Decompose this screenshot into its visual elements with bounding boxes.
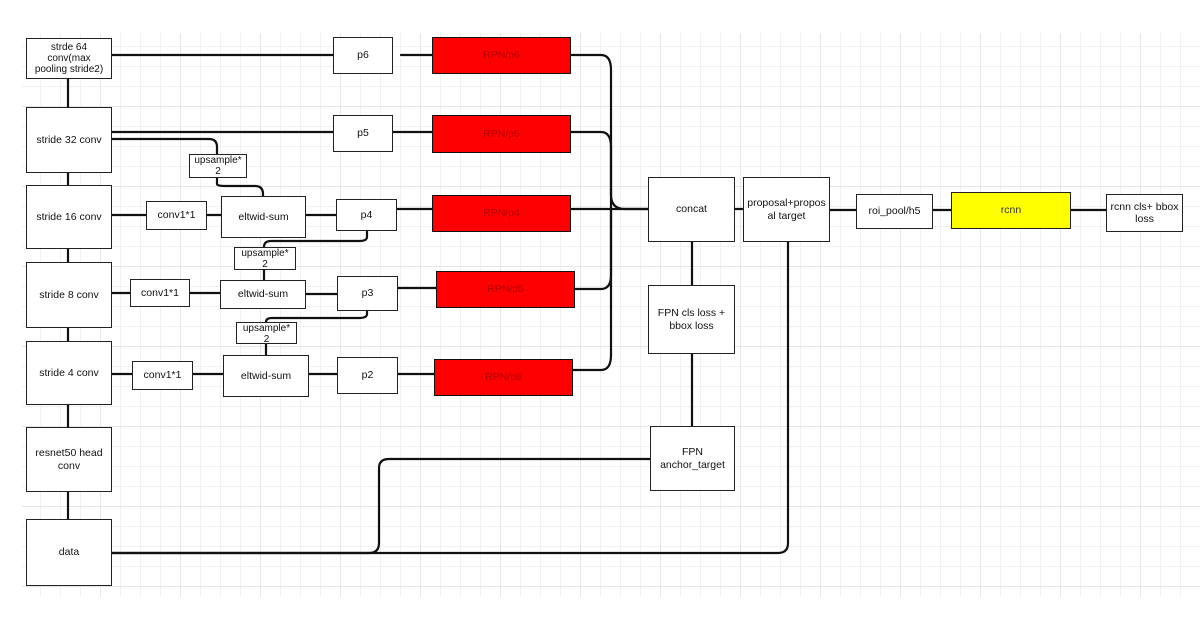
node-p6[interactable]: p6 [333,37,393,74]
node-proposal-target[interactable]: proposal+propos al target [743,177,830,242]
node-resnet50-head-conv[interactable]: resnet50 head conv [26,427,112,492]
node-p5[interactable]: p5 [333,115,393,152]
node-stride-64-conv[interactable]: strde 64 conv(max pooling stride2) [26,38,112,79]
node-concat[interactable]: concat [648,177,735,242]
node-upsample-a[interactable]: upsample* 2 [189,154,247,178]
node-eltwise-sum-stride4[interactable]: eltwid-sum [223,355,309,397]
edge-p3-upsample [264,309,369,324]
node-stride-16-conv[interactable]: stride 16 conv [26,185,112,249]
node-conv1x1-stride8[interactable]: conv1*1 [130,279,190,307]
node-p4[interactable]: p4 [336,199,397,231]
node-fpn-cls-bbox-loss[interactable]: FPN cls loss + bbox loss [648,285,735,354]
node-p2[interactable]: p2 [337,357,398,394]
node-eltwise-sum-stride16[interactable]: eltwid-sum [221,196,306,238]
edge-upsample-eltwise16 [215,176,265,198]
node-data[interactable]: data [26,519,112,586]
edge-data-proposal [110,240,790,555]
edge-rpn3-concat [573,207,613,291]
node-stride-8-conv[interactable]: stride 8 conv [26,262,112,328]
node-eltwise-sum-stride8[interactable]: eltwid-sum [220,280,306,309]
edge-stride32-upsample [110,137,219,157]
node-rpn-p6[interactable]: RPN/p6 [432,37,571,74]
node-p3[interactable]: p3 [337,276,398,311]
node-upsample-c[interactable]: upsample* 2 [236,322,297,344]
node-upsample-b[interactable]: upsample* 2 [234,247,296,270]
node-rcnn[interactable]: rcnn [951,192,1071,229]
node-stride-32-conv[interactable]: stride 32 conv [26,107,112,173]
node-rpn-p5[interactable]: RPN/p5 [432,115,571,153]
node-rpn-p4[interactable]: RPN/p4 [432,195,571,232]
edge-data-anchor [110,457,652,555]
node-fpn-anchor-target[interactable]: FPN anchor_target [650,426,735,491]
node-rpn-p2[interactable]: RPN/p6 [434,359,573,396]
edge-rpn2-concat [571,207,613,372]
node-roi-pool[interactable]: roi_pool/h5 [856,194,933,229]
edge-p4-upsample [262,229,369,249]
node-conv1x1-stride4[interactable]: conv1*1 [132,361,193,390]
node-rcnn-cls-bbox-loss[interactable]: rcnn cls+ bbox loss [1106,194,1183,232]
node-rpn-p3[interactable]: RPN/p5 [436,271,575,308]
node-conv1x1-stride16[interactable]: conv1*1 [146,201,207,230]
edge-rpn5-concat [569,130,613,211]
node-stride-4-conv[interactable]: stride 4 conv [26,341,112,405]
